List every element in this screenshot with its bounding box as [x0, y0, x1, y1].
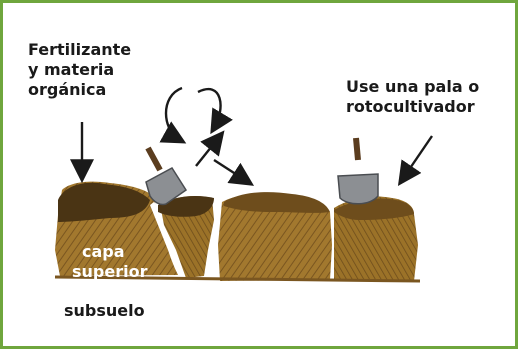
arrow-up-to-shovel [195, 130, 225, 167]
tool-label-line2: rotocultivador [346, 97, 475, 116]
soil-clod-lifted [160, 196, 214, 278]
ground-line [54, 275, 421, 283]
soil-block-turned [218, 194, 332, 281]
fertilizer-label: Fertilizante y materia orgánica [28, 40, 131, 100]
shovel-icon-left [145, 146, 188, 206]
arrow-to-turned-block [213, 158, 255, 186]
fertilizer-label-line2: y materia [28, 60, 115, 79]
organic-layer-clod [158, 196, 214, 217]
fertilizer-label-line1: Fertilizante [28, 40, 132, 59]
soil-crack [150, 202, 186, 278]
organic-layer-left [58, 182, 150, 222]
fertilizer-label-line3: orgánica [28, 80, 107, 99]
arrow-tool [397, 135, 433, 186]
subsoil-label: subsuelo [64, 301, 145, 320]
rotation-arrow-left [159, 86, 187, 144]
shovel-icon-right [337, 137, 379, 205]
soil-block-turned-top [224, 192, 330, 213]
topsoil-label-line1: capa [82, 242, 125, 261]
tool-label: Use una pala o rotocultivador [346, 77, 479, 117]
tool-label-line1: Use una pala o [346, 77, 480, 96]
topsoil-label-line2: superior [72, 262, 148, 281]
rotation-arrow-top [197, 88, 233, 135]
